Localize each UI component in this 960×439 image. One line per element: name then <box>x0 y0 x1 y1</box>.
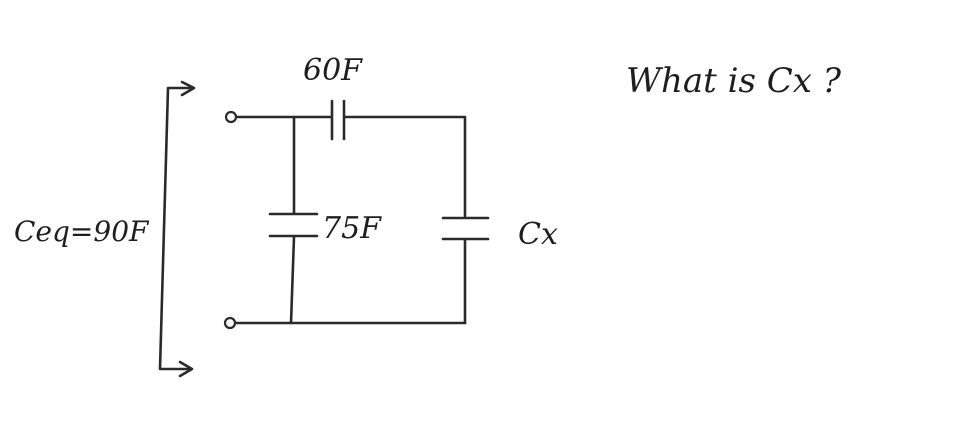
middle-lower-wire <box>289 235 296 325</box>
top-right-wire <box>343 115 467 218</box>
middle-capacitor-label: 75F <box>322 211 382 246</box>
bracket-arrowhead-top <box>180 80 196 97</box>
bottom-terminal <box>223 316 237 330</box>
unknown-capacitor-label: Cx <box>518 217 558 252</box>
bracket-arrowhead-bottom <box>178 360 194 378</box>
equivalent-capacitance-label: Ceq=90F <box>14 215 150 248</box>
ceq-bracket <box>158 86 194 371</box>
top-terminal <box>224 110 238 124</box>
series-capacitor-label: 60F <box>303 53 363 88</box>
question-text: What is Cx ? <box>626 61 842 101</box>
